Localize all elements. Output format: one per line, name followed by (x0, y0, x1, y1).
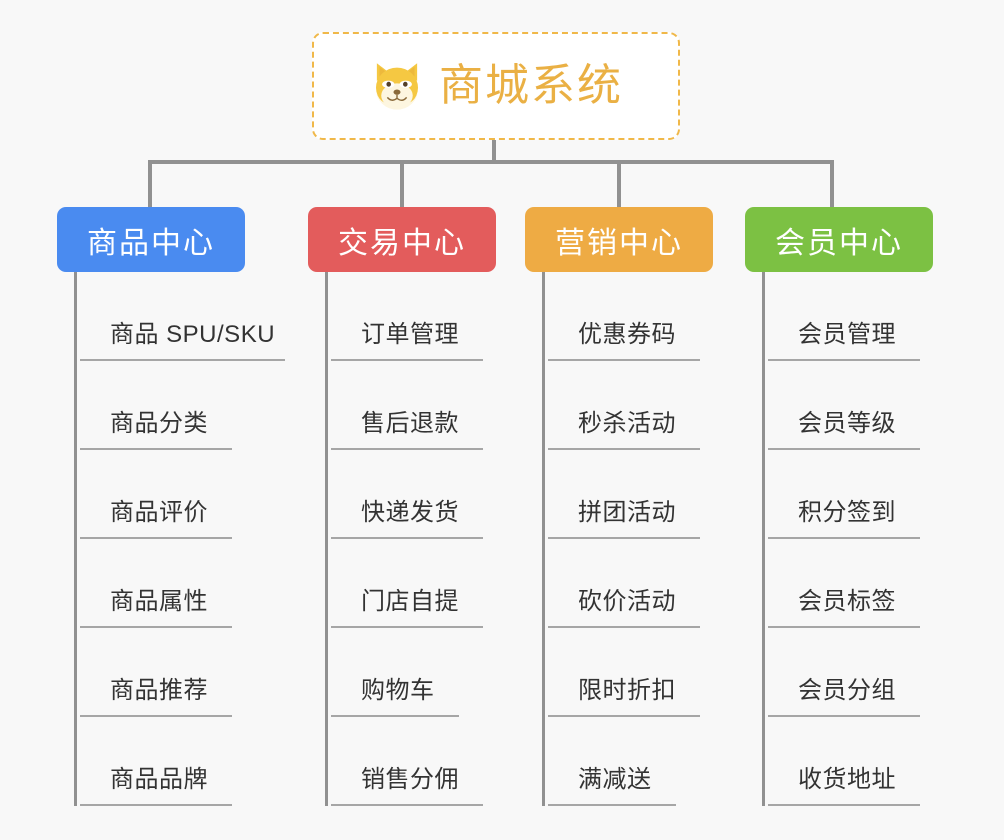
leaf-rule (80, 626, 232, 628)
leaf-rule (768, 715, 920, 717)
list-item[interactable]: 商品评价 (80, 450, 245, 539)
leaf-label: 限时折扣 (578, 677, 676, 704)
leaf-label: 拼团活动 (578, 499, 676, 526)
list-item[interactable]: 优惠券码 (548, 272, 713, 361)
leaf-label: 砍价活动 (578, 588, 676, 615)
leaf-rule (331, 359, 483, 361)
leaf-rule (768, 359, 920, 361)
leaf-rule (331, 448, 483, 450)
list-item[interactable]: 商品 SPU/SKU (80, 272, 285, 361)
leaf-label: 会员等级 (798, 410, 896, 437)
list-item[interactable]: 限时折扣 (548, 628, 713, 717)
column-marketing-center: 营销中心 优惠券码 秒杀活动 拼团活动 砍价活动 限时折扣 满减送 (525, 207, 713, 806)
root-title: 商城系统 (439, 61, 623, 110)
category-header-product-center[interactable]: 商品中心 (57, 207, 245, 272)
list-item[interactable]: 积分签到 (768, 450, 933, 539)
leaf-rule (80, 359, 285, 361)
column-trade-center: 交易中心 订单管理 售后退款 快递发货 门店自提 购物车 销售分佣 (308, 207, 496, 806)
column-product-center: 商品中心 商品 SPU/SKU 商品分类 商品评价 商品属性 商品推荐 商品品牌 (57, 207, 285, 806)
category-title: 商品中心 (87, 226, 215, 260)
leaf-rule (548, 359, 700, 361)
leaf-label: 积分签到 (798, 499, 896, 526)
list-item[interactable]: 砍价活动 (548, 539, 713, 628)
list-item[interactable]: 门店自提 (331, 539, 496, 628)
leaf-rule (80, 448, 232, 450)
list-item[interactable]: 购物车 (331, 628, 496, 717)
leaf-label: 快递发货 (361, 499, 459, 526)
category-header-marketing-center[interactable]: 营销中心 (525, 207, 713, 272)
leaf-rule (80, 715, 232, 717)
list-item[interactable]: 商品分类 (80, 361, 245, 450)
leaf-label: 会员管理 (798, 321, 896, 348)
leaf-rule (768, 448, 920, 450)
column-member-center: 会员中心 会员管理 会员等级 积分签到 会员标签 会员分组 收货地址 (745, 207, 933, 806)
list-item[interactable]: 商品品牌 (80, 717, 245, 806)
leaf-rule (80, 537, 232, 539)
list-item[interactable]: 售后退款 (331, 361, 496, 450)
leaf-rule (548, 537, 700, 539)
category-title: 交易中心 (338, 226, 466, 260)
leaf-label: 销售分佣 (361, 766, 459, 793)
category-header-member-center[interactable]: 会员中心 (745, 207, 933, 272)
leaf-rule (768, 804, 920, 806)
list-item[interactable]: 拼团活动 (548, 450, 713, 539)
list-item[interactable]: 满减送 (548, 717, 713, 806)
list-item[interactable]: 会员分组 (768, 628, 933, 717)
leaf-label: 商品属性 (110, 588, 208, 615)
leaf-label: 门店自提 (361, 588, 459, 615)
leaf-rule (548, 448, 700, 450)
connector-drop-1 (148, 160, 152, 208)
leaf-label: 商品评价 (110, 499, 208, 526)
connector-horizontal-bus (148, 160, 834, 164)
list-item[interactable]: 销售分佣 (331, 717, 496, 806)
leaf-rule (768, 537, 920, 539)
connector-drop-4 (830, 160, 834, 208)
leaf-label: 商品 SPU/SKU (110, 321, 276, 348)
leaf-label: 收货地址 (798, 766, 896, 793)
leaf-list-trade-center: 订单管理 售后退款 快递发货 门店自提 购物车 销售分佣 (325, 272, 496, 806)
leaf-rule (331, 804, 483, 806)
connector-root-stem (492, 140, 496, 163)
list-item[interactable]: 商品属性 (80, 539, 245, 628)
category-title: 会员中心 (775, 226, 903, 260)
leaf-label: 会员分组 (798, 677, 896, 704)
connector-drop-2 (400, 160, 404, 208)
leaf-label: 商品品牌 (110, 766, 208, 793)
leaf-label: 会员标签 (798, 588, 896, 615)
leaf-list-member-center: 会员管理 会员等级 积分签到 会员标签 会员分组 收货地址 (762, 272, 933, 806)
leaf-rule (768, 626, 920, 628)
root-node[interactable]: 商城系统 (312, 32, 680, 140)
dog-face-icon (376, 63, 418, 110)
leaf-label: 秒杀活动 (578, 410, 676, 437)
leaf-rule (548, 715, 700, 717)
list-item[interactable]: 会员标签 (768, 539, 933, 628)
list-item[interactable]: 收货地址 (768, 717, 933, 806)
list-item[interactable]: 订单管理 (331, 272, 496, 361)
list-item[interactable]: 会员等级 (768, 361, 933, 450)
list-item[interactable]: 会员管理 (768, 272, 933, 361)
leaf-rule (548, 804, 676, 806)
leaf-rule (331, 715, 459, 717)
leaf-label: 订单管理 (361, 321, 459, 348)
leaf-label: 售后退款 (361, 410, 459, 437)
leaf-list-marketing-center: 优惠券码 秒杀活动 拼团活动 砍价活动 限时折扣 满减送 (542, 272, 713, 806)
leaf-label: 商品推荐 (110, 677, 208, 704)
category-header-trade-center[interactable]: 交易中心 (308, 207, 496, 272)
category-title: 营销中心 (555, 226, 683, 260)
leaf-label: 购物车 (361, 677, 435, 704)
leaf-list-product-center: 商品 SPU/SKU 商品分类 商品评价 商品属性 商品推荐 商品品牌 (74, 272, 285, 806)
list-item[interactable]: 商品推荐 (80, 628, 245, 717)
leaf-label: 满减送 (578, 766, 652, 793)
list-item[interactable]: 快递发货 (331, 450, 496, 539)
list-item[interactable]: 秒杀活动 (548, 361, 713, 450)
leaf-rule (548, 626, 700, 628)
leaf-rule (80, 804, 232, 806)
leaf-rule (331, 537, 483, 539)
leaf-rule (331, 626, 483, 628)
leaf-label: 商品分类 (110, 410, 208, 437)
connector-drop-3 (617, 160, 621, 208)
leaf-label: 优惠券码 (578, 321, 676, 348)
